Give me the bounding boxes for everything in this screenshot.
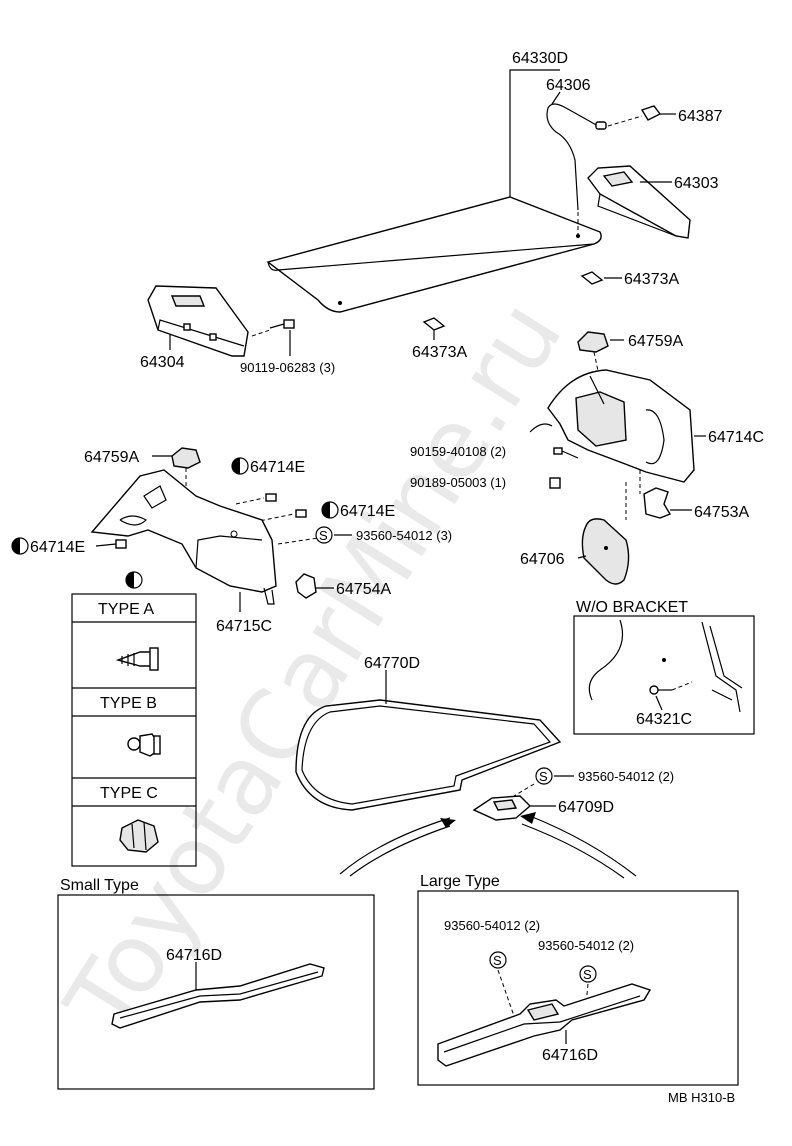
bolt-90159: [553, 447, 579, 459]
symbol-s-93560-3: S: [315, 526, 333, 544]
part-64373A-right-label: 64373A: [624, 271, 679, 288]
arrow-to-small-type: [339, 817, 456, 877]
symbol-s-93560-2: S: [535, 767, 553, 785]
part-93560-3-label: 93560-54012 (3): [356, 528, 452, 543]
part-64759A-right-label: 64759A: [628, 333, 683, 350]
fastener-type-a-icon: [115, 647, 159, 671]
part-64306-label: 64306: [546, 77, 591, 94]
part-64387-label: 64387: [678, 108, 723, 125]
s-mark-2: S: [539, 769, 548, 784]
symbol-half-circle-left: [11, 537, 29, 555]
screw-90119: [269, 319, 295, 329]
watermark: ToyotaCarMine.ru: [44, 282, 584, 1053]
part-90119-label: 90119-06283 (3): [240, 360, 335, 375]
type-b-label: TYPE B: [100, 695, 157, 712]
clip-64373A-mid: [422, 317, 446, 331]
part-64716D-large-label: 64716D: [542, 1047, 598, 1064]
part-93560-2-label: 93560-54012 (2): [578, 769, 674, 784]
leader-64306: [551, 91, 561, 105]
part-64373A-mid-label: 64373A: [412, 344, 467, 361]
part-64706-label: 64706: [520, 551, 565, 568]
part-93560-large-b-label: 93560-54012 (2): [538, 938, 634, 953]
part-64714E-top-label: 64714E: [250, 459, 305, 476]
wo-bracket-detail: [573, 615, 755, 735]
quarter-trim-64715C: [90, 469, 277, 605]
fastener-type-legend: [71, 593, 197, 867]
cap-64759A-left: [171, 447, 201, 469]
scuff-plate-large: [437, 983, 652, 1067]
clip-64387: [640, 105, 662, 121]
symbol-s-large-b: S: [579, 965, 597, 983]
screw-64714E-mid: [295, 509, 307, 518]
part-64715C-label: 64715C: [216, 618, 272, 635]
mat-64770D: [295, 699, 562, 811]
diagram-code: MB H310-B: [668, 1090, 735, 1105]
scuff-plate-small: [111, 963, 325, 1029]
bracket-64753A: [643, 487, 672, 519]
small-type-title: Small Type: [60, 877, 139, 894]
wo-bracket-title: W/O BRACKET: [576, 599, 688, 616]
part-64330D-label: 64330D: [512, 50, 568, 67]
bracket-64304: [147, 285, 249, 357]
part-64714C-label: 64714C: [708, 429, 764, 446]
type-a-label: TYPE A: [98, 601, 154, 618]
symbol-half-circle-legend: [125, 571, 143, 589]
part-64714E-mid-label: 64714E: [340, 503, 395, 520]
part-90189-label: 90189-05003 (1): [410, 475, 506, 490]
s-mark-4: S: [583, 967, 592, 982]
large-type-box: [417, 890, 739, 1086]
part-64753A-label: 64753A: [694, 504, 749, 521]
part-64303-label: 64303: [674, 175, 719, 192]
part-64321C-label: 64321C: [636, 711, 692, 728]
part-90159-label: 90159-40108 (2): [410, 444, 506, 459]
part-64754A-label: 64754A: [336, 581, 391, 598]
part-64770D-label: 64770D: [364, 655, 420, 672]
symbol-half-circle-top: [231, 457, 249, 475]
large-type-title: Large Type: [420, 873, 500, 890]
part-93560-large-a-label: 93560-54012 (2): [444, 918, 540, 933]
symbol-half-circle-mid: [321, 501, 339, 519]
arrow-to-large-type: [520, 812, 637, 879]
screw-64714E-left: [115, 539, 127, 549]
bracket-64754A: [295, 573, 317, 599]
quarter-trim-64714C: [529, 369, 695, 483]
strap-wire: [546, 103, 607, 211]
type-c-label: TYPE C: [100, 785, 158, 802]
fastener-type-b-icon: [127, 733, 161, 757]
leader-64330D: [509, 69, 560, 197]
cap-64759A-right: [577, 331, 609, 353]
part-64714E-left-label: 64714E: [30, 539, 85, 556]
part-64304-label: 64304: [140, 354, 185, 371]
part-64716D-small-label: 64716D: [166, 947, 222, 964]
screw-64714E-top: [265, 493, 277, 502]
bracket-64303: [587, 165, 691, 239]
symbol-s-large-a: S: [489, 951, 507, 969]
fastener-type-c-icon: [119, 819, 159, 853]
nut-90189: [549, 477, 561, 489]
part-64709D-label: 64709D: [558, 799, 614, 816]
s-mark-1: S: [319, 528, 328, 543]
clip-64373A-right: [580, 271, 604, 285]
small-type-box: [57, 894, 375, 1090]
cover-64706: [581, 518, 630, 585]
part-64759A-left-label: 64759A: [84, 449, 139, 466]
s-mark-3: S: [493, 953, 502, 968]
package-tray-trim: [266, 196, 602, 313]
